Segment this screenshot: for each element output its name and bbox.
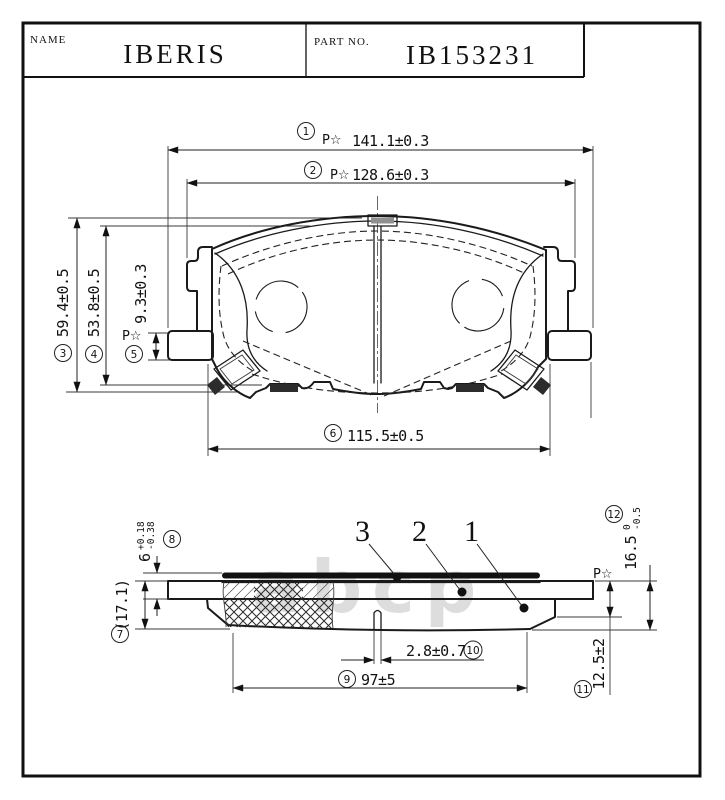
label-2: 2 xyxy=(412,515,427,548)
wear-clip-right xyxy=(497,349,551,395)
dim8-tol-plus: +0.18 xyxy=(136,521,147,550)
dim-slot-width: 2.8±0.7 10 xyxy=(341,631,484,664)
sheet-frame: NAME IBERIS PART NO. IB153231 xyxy=(21,21,702,778)
dim5-pstar: P☆ xyxy=(122,329,142,344)
dim12-pstar: P☆ xyxy=(593,567,613,582)
wear-clip-left xyxy=(207,349,261,395)
dim9-index: 9 xyxy=(344,674,351,686)
dim-ear-height: 9.3±0.3 P☆ 5 xyxy=(122,264,160,363)
dim1-value: 141.1±0.3 xyxy=(352,132,429,150)
part-no-value: IB153231 xyxy=(406,40,538,70)
label-1: 1 xyxy=(464,515,479,548)
label-3: 3 xyxy=(355,515,370,548)
dim1-index: 1 xyxy=(303,126,310,138)
part-leader-labels: 3 2 1 xyxy=(355,515,529,613)
pad-outline xyxy=(167,214,592,399)
side-view: abcp 3 xyxy=(111,505,657,698)
part-no-label: PART NO. xyxy=(314,36,370,48)
name-value: IBERIS xyxy=(123,39,227,69)
dim-inner-width: 2 P☆ 128.6±0.3 xyxy=(186,161,576,187)
dim11-value: 12.5±2 xyxy=(590,638,608,689)
dim2-index: 2 xyxy=(310,165,317,177)
dim10-index: 10 xyxy=(466,645,479,657)
dim12-value: 16.5 xyxy=(622,536,640,570)
dim4-index: 4 xyxy=(91,349,98,361)
leader-dot-1 xyxy=(519,603,529,613)
leader-dot-2 xyxy=(457,587,467,597)
shim-layer xyxy=(222,572,540,579)
dim8-value: 6 xyxy=(136,553,154,562)
dim-overall-width: 1 P☆ 141.1±0.3 xyxy=(167,122,594,154)
dim6-index: 6 xyxy=(330,428,337,440)
name-label: NAME xyxy=(30,34,66,46)
dim1-pstar: P☆ xyxy=(322,133,342,148)
dim12-tol-minus: -0.5 xyxy=(632,507,643,530)
border-rect xyxy=(21,21,702,778)
dim12-index: 12 xyxy=(607,509,620,521)
dim-overall-height: 59.4±0.5 3 xyxy=(54,217,81,393)
dim7-value: (17.1) xyxy=(113,579,131,630)
dim-total-thickness: (17.1) 7 xyxy=(111,579,230,643)
dim-friction-length: 9 97±5 xyxy=(232,632,528,693)
dim8-tol-minus: -0.38 xyxy=(146,521,157,550)
leader-dot-3 xyxy=(392,572,402,582)
dim-bottom-width: 6 115.5±0.5 xyxy=(207,424,551,453)
dim4-value: 53.8±0.5 xyxy=(85,269,103,337)
extension-lines xyxy=(66,146,594,456)
dim10-value: 2.8±0.7 xyxy=(406,642,466,660)
dim-pad-assembly-thickness: P☆ 16.5 0 -0.5 12 xyxy=(532,505,657,631)
dim3-index: 3 xyxy=(60,348,67,360)
bottom-clip-right xyxy=(456,384,484,392)
dim-pad-height: 53.8±0.5 4 xyxy=(85,225,110,386)
dim7-index: 7 xyxy=(117,629,124,641)
dim5-value: 9.3±0.3 xyxy=(132,264,150,324)
dim8-index: 8 xyxy=(169,534,176,546)
dim5-index: 5 xyxy=(131,349,138,361)
top-clip xyxy=(367,214,398,227)
bottom-clip-left xyxy=(270,384,298,392)
dim6-value: 115.5±0.5 xyxy=(347,427,424,445)
dim3-value: 59.4±0.5 xyxy=(54,269,72,337)
side-outline xyxy=(167,572,594,632)
dim2-value: 128.6±0.3 xyxy=(352,166,429,184)
dim-plate-thickness: 6 +0.18 -0.38 8 xyxy=(136,521,222,616)
dim11-index: 11 xyxy=(576,684,589,696)
dim9-value: 97±5 xyxy=(361,671,395,689)
dim12-tol-plus: 0 xyxy=(622,524,633,530)
top-view: 1 P☆ 141.1±0.3 2 P☆ 128.6±0.3 59.4±0.5 3… xyxy=(54,122,594,456)
dim2-pstar: P☆ xyxy=(330,168,350,183)
